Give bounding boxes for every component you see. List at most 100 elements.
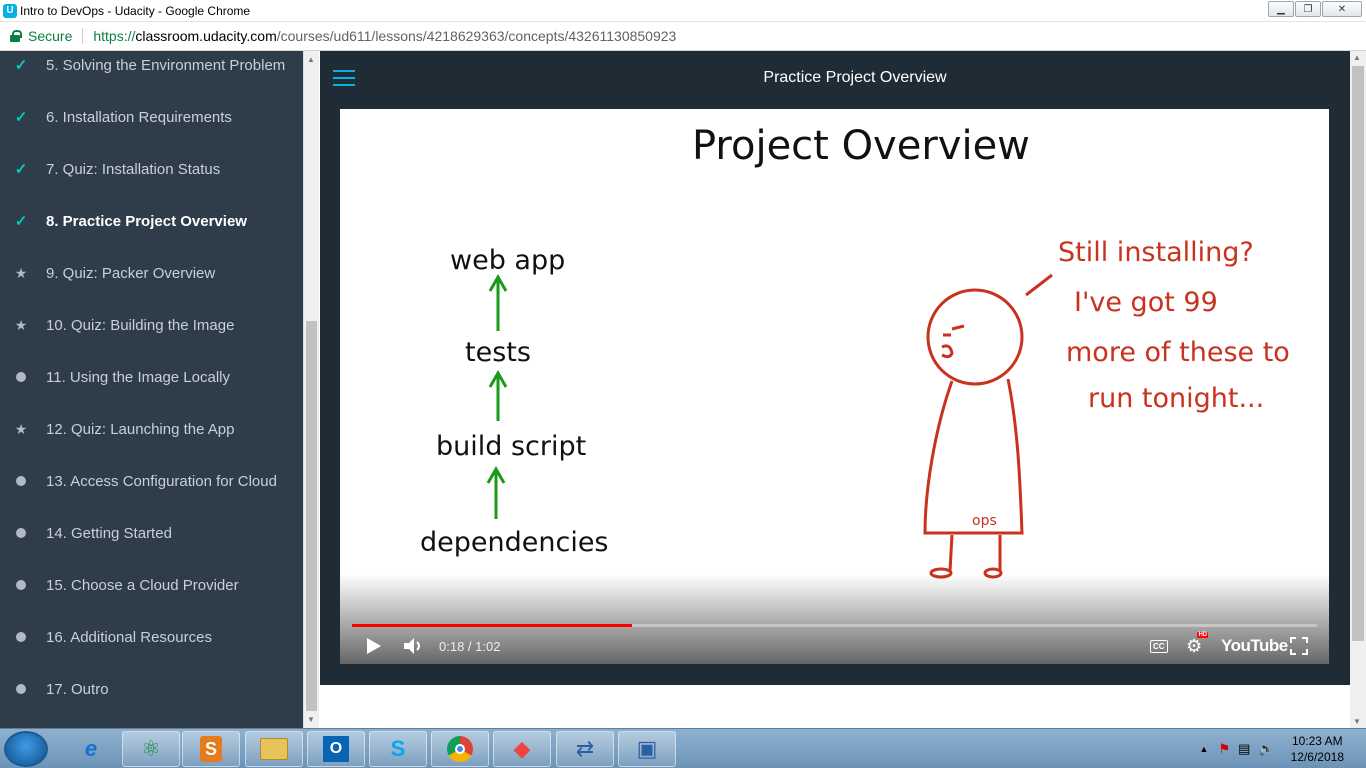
sidebar-item[interactable]: ★10. Quiz: Building the Image — [0, 299, 303, 351]
stack-web-app: web app — [450, 245, 565, 276]
sidebar-item[interactable]: ✓ 7. Quiz: Installation Status — [0, 143, 303, 195]
sidebar-item[interactable]: ✓5. Solving the Environment Problem — [0, 51, 303, 91]
dot-icon — [13, 369, 29, 385]
network-icon[interactable]: ⇄ — [556, 731, 614, 767]
menu-icon[interactable] — [333, 70, 355, 88]
tray-expand-icon[interactable]: ▲ — [1199, 744, 1209, 754]
remote-desktop-icon[interactable]: ▣ — [618, 731, 676, 767]
sidebar-item-label: 7. Quiz: Installation Status — [46, 160, 221, 178]
sidebar-item-label: 17. Outro — [46, 680, 109, 698]
sidebar-item[interactable]: 11. Using the Image Locally — [0, 351, 303, 403]
file-explorer-icon[interactable] — [245, 731, 303, 767]
sidebar-item[interactable]: 16. Additional Resources — [0, 611, 303, 663]
sidebar-item-label: 13. Access Configuration for Cloud — [46, 472, 277, 490]
dot-icon — [13, 473, 29, 489]
sidebar-item[interactable]: ★ 9. Quiz: Packer Overview — [0, 247, 303, 299]
minimize-button[interactable]: ▁ — [1268, 1, 1294, 17]
sidebar-item-label: 6. Installation Requirements — [46, 108, 232, 126]
start-button[interactable] — [4, 731, 48, 767]
arrow-up-icon — [488, 369, 508, 421]
video-progress-bar[interactable] — [352, 624, 1317, 627]
scroll-down-arrow-icon[interactable]: ▼ — [307, 715, 315, 724]
lesson-sidebar: ✓5. Solving the Environment Problem✓6. I… — [0, 51, 303, 728]
play-icon — [367, 638, 381, 654]
action-center-icon[interactable]: ⚑ — [1218, 741, 1231, 756]
close-button[interactable]: ✕ — [1322, 1, 1362, 17]
sidebar-scroll-thumb[interactable] — [306, 321, 317, 711]
main-content: Practice Project Overview Project Overvi… — [320, 51, 1350, 728]
lesson-header: Practice Project Overview — [320, 51, 1350, 107]
gear-icon: ⚙HD — [1186, 631, 1209, 656]
sidebar-item[interactable]: ✓ 6. Installation Requirements — [0, 91, 303, 143]
internet-explorer-icon[interactable]: e — [84, 736, 98, 761]
check-icon: ✓ — [14, 109, 28, 126]
stack-dependencies: dependencies — [420, 527, 609, 558]
lock-icon[interactable] — [10, 30, 22, 42]
address-bar[interactable]: Secure https://classroom.udacity.com/cou… — [0, 22, 1366, 51]
sidebar-item-label: 8. Practice Project Overview — [46, 212, 247, 230]
chrome-icon[interactable] — [431, 731, 489, 767]
check-icon: ✓ — [14, 57, 28, 74]
speech-line-4: run tonight... — [1088, 383, 1264, 414]
window-controls: ▁ ❐ ✕ — [1267, 1, 1362, 17]
check-icon: ✓ — [14, 213, 28, 230]
sidebar-scrollbar[interactable]: ▲ ▼ — [303, 51, 319, 728]
atom-icon[interactable]: ⚛ — [122, 731, 180, 767]
restore-button[interactable]: ❐ — [1295, 1, 1321, 17]
star-icon: ★ — [14, 420, 28, 437]
dot-icon — [13, 577, 29, 593]
sidebar-item[interactable]: 17. Outro — [0, 663, 303, 715]
video-time: 0:18 / 1:02 — [439, 638, 501, 654]
volume-button[interactable] — [402, 634, 424, 658]
page-scroll-thumb[interactable] — [1352, 66, 1364, 641]
cc-icon: CC — [1150, 639, 1168, 653]
system-tray: ▲ ⚑ ▤ 🔈 10:23 AM 12/6/2018 — [1200, 729, 1366, 768]
network-tray-icon[interactable]: ▤ — [1238, 741, 1251, 756]
whiteboard-heading: Project Overview — [692, 123, 1030, 169]
security-label[interactable]: Secure — [28, 28, 73, 44]
youtube-logo[interactable]: YouTube — [1221, 636, 1288, 655]
sidebar-item-label: 9. Quiz: Packer Overview — [46, 264, 216, 282]
scroll-up-arrow-icon[interactable]: ▲ — [1353, 53, 1361, 62]
scroll-up-arrow-icon[interactable]: ▲ — [307, 55, 315, 64]
ops-person-drawing — [923, 273, 1053, 579]
sidebar-item-label: 12. Quiz: Launching the App — [46, 420, 235, 438]
sidebar-item[interactable]: 15. Choose a Cloud Provider — [0, 559, 303, 611]
sidebar-item[interactable]: ✓ 8. Practice Project Overview — [0, 195, 303, 247]
dot-icon — [13, 681, 29, 697]
play-button[interactable] — [364, 634, 382, 658]
sublime-icon[interactable]: S — [182, 731, 240, 767]
stack-tests: tests — [465, 337, 531, 368]
volume-tray-icon[interactable]: 🔈 — [1258, 741, 1275, 756]
fullscreen-button[interactable] — [1290, 634, 1308, 658]
captions-button[interactable]: CC — [1150, 634, 1168, 658]
skype-icon[interactable]: S — [369, 731, 427, 767]
speech-line-2: I've got 99 — [1074, 287, 1218, 318]
app-icon[interactable]: ◆ — [493, 731, 551, 767]
stack-build-script: build script — [436, 431, 586, 462]
speech-line-3: more of these to — [1066, 337, 1290, 368]
sidebar-item[interactable]: ★ 12. Quiz: Launching the App — [0, 403, 303, 455]
star-icon: ★ — [14, 264, 28, 281]
scroll-down-arrow-icon[interactable]: ▼ — [1353, 717, 1361, 726]
whiteboard-drawing: Project Overview web app tests build scr… — [420, 123, 1290, 579]
arrow-up-icon — [488, 273, 508, 331]
video-player[interactable]: Project Overview web app tests build scr… — [340, 109, 1329, 664]
dot-icon — [13, 525, 29, 541]
arrow-up-icon — [486, 465, 506, 519]
sidebar-item[interactable]: 14. Getting Started — [0, 507, 303, 559]
sidebar-item-label: 11. Using the Image Locally — [46, 368, 230, 386]
sidebar-item[interactable]: 13. Access Configuration for Cloud — [0, 455, 303, 507]
window-titlebar: U Intro to DevOps - Udacity - Google Chr… — [0, 0, 1366, 22]
star-icon: ★ — [14, 316, 28, 333]
url-text[interactable]: https://classroom.udacity.com/courses/ud… — [93, 28, 677, 44]
system-clock[interactable]: 10:23 AM 12/6/2018 — [1290, 734, 1344, 764]
divider — [82, 28, 84, 44]
settings-button[interactable]: ⚙HD — [1186, 631, 1209, 658]
video-controls-gradient — [340, 574, 1329, 664]
outlook-icon[interactable]: O — [307, 731, 365, 767]
check-icon: ✓ — [14, 161, 28, 178]
page-scrollbar[interactable]: ▲ ▼ — [1350, 51, 1366, 728]
window-title: Intro to DevOps - Udacity - Google Chrom… — [20, 3, 251, 18]
page-title: Practice Project Overview — [763, 69, 947, 86]
